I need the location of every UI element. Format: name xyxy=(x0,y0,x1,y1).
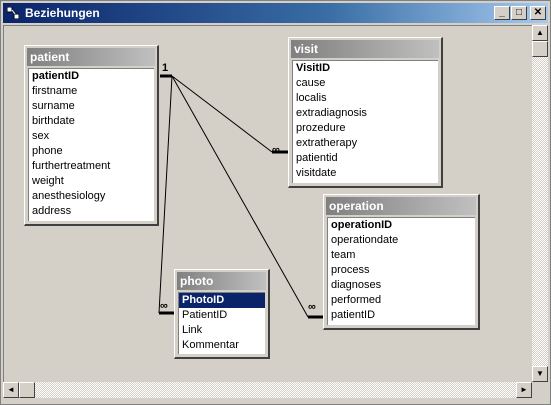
table-photo[interactable]: photo PhotoID PatientID Link Kommentar xyxy=(174,269,270,359)
field-item[interactable]: diagnoses xyxy=(331,279,382,291)
title-bar[interactable]: Beziehungen _ □ ✕ xyxy=(3,3,548,23)
field-item[interactable]: localis xyxy=(296,92,327,104)
relation-line-operation xyxy=(171,75,309,318)
field-item[interactable]: operationdate xyxy=(331,234,399,246)
vertical-scrollbar[interactable]: ▲ ▼ xyxy=(532,25,548,382)
one-side-label: 1 xyxy=(162,62,169,74)
table-title-photo[interactable]: photo xyxy=(177,272,266,290)
relationships-canvas[interactable]: 1 ∞ ∞ ∞ patient patientID firstname surn… xyxy=(3,25,533,383)
relation-line-visit xyxy=(171,75,273,153)
maximize-button[interactable]: □ xyxy=(511,6,527,20)
relationship-lines xyxy=(158,74,323,319)
field-list-visit[interactable]: VisitID cause localis extradiagnosis pro… xyxy=(292,60,438,183)
field-item[interactable]: prozedure xyxy=(296,122,346,134)
field-item[interactable]: firstname xyxy=(32,85,78,97)
relation-line-photo xyxy=(158,75,173,314)
relationships-icon xyxy=(7,7,19,19)
scroll-up-button[interactable]: ▲ xyxy=(532,25,548,41)
many-side-label-operation: ∞ xyxy=(308,301,316,313)
minimize-button[interactable]: _ xyxy=(494,6,510,20)
close-button[interactable]: ✕ xyxy=(530,6,546,20)
field-item[interactable]: PatientID xyxy=(182,309,228,321)
field-item[interactable]: cause xyxy=(296,77,326,89)
horizontal-scrollbar[interactable]: ◄ ► xyxy=(3,382,532,398)
field-item[interactable]: sex xyxy=(32,130,50,142)
field-item[interactable]: extratherapy xyxy=(296,137,358,149)
field-item[interactable]: performed xyxy=(331,294,382,306)
table-visit[interactable]: visit VisitID cause localis extradiagnos… xyxy=(288,37,443,188)
many-side-label-photo: ∞ xyxy=(160,300,168,312)
field-item[interactable]: address xyxy=(32,205,72,217)
table-operation[interactable]: operation operationID operationdate team… xyxy=(323,194,480,330)
field-item[interactable]: VisitID xyxy=(296,62,331,74)
scroll-left-button[interactable]: ◄ xyxy=(3,382,19,398)
horizontal-scroll-thumb[interactable] xyxy=(19,382,35,398)
field-item[interactable]: anesthesiology xyxy=(32,190,106,202)
table-patient[interactable]: patient patientID firstname surname birt… xyxy=(24,45,159,226)
table-title-operation[interactable]: operation xyxy=(326,197,476,215)
field-item[interactable]: process xyxy=(331,264,370,276)
scroll-right-button[interactable]: ► xyxy=(516,382,532,398)
field-item[interactable]: furthertreatment xyxy=(32,160,111,172)
many-side-label-visit: ∞ xyxy=(272,144,280,156)
field-list-patient[interactable]: patientID firstname surname birthdate se… xyxy=(28,68,154,221)
field-item[interactable]: operationID xyxy=(331,219,393,231)
field-item[interactable]: patientID xyxy=(331,309,376,321)
field-item[interactable]: birthdate xyxy=(32,115,75,127)
table-title-visit[interactable]: visit xyxy=(291,40,439,58)
scroll-down-button[interactable]: ▼ xyxy=(532,366,548,382)
size-grip[interactable] xyxy=(532,382,548,398)
field-item[interactable]: extradiagnosis xyxy=(296,107,367,119)
field-item[interactable]: surname xyxy=(32,100,75,112)
field-list-operation[interactable]: operationID operationdate team process d… xyxy=(327,217,475,325)
field-item[interactable]: patientid xyxy=(296,152,338,164)
field-item[interactable]: visitdate xyxy=(296,167,337,179)
vertical-scroll-thumb[interactable] xyxy=(532,41,548,57)
field-item[interactable]: Link xyxy=(182,324,203,336)
field-item[interactable]: Kommentar xyxy=(182,339,239,351)
field-item[interactable]: phone xyxy=(32,145,63,157)
table-title-patient[interactable]: patient xyxy=(27,48,155,66)
field-item[interactable]: team xyxy=(331,249,356,261)
window-title: Beziehungen xyxy=(25,6,100,20)
field-item-selected[interactable]: PhotoID xyxy=(179,293,265,308)
field-item[interactable]: patientID xyxy=(32,70,80,82)
field-item[interactable]: weight xyxy=(32,175,64,187)
field-list-photo[interactable]: PhotoID PatientID Link Kommentar xyxy=(178,292,265,354)
